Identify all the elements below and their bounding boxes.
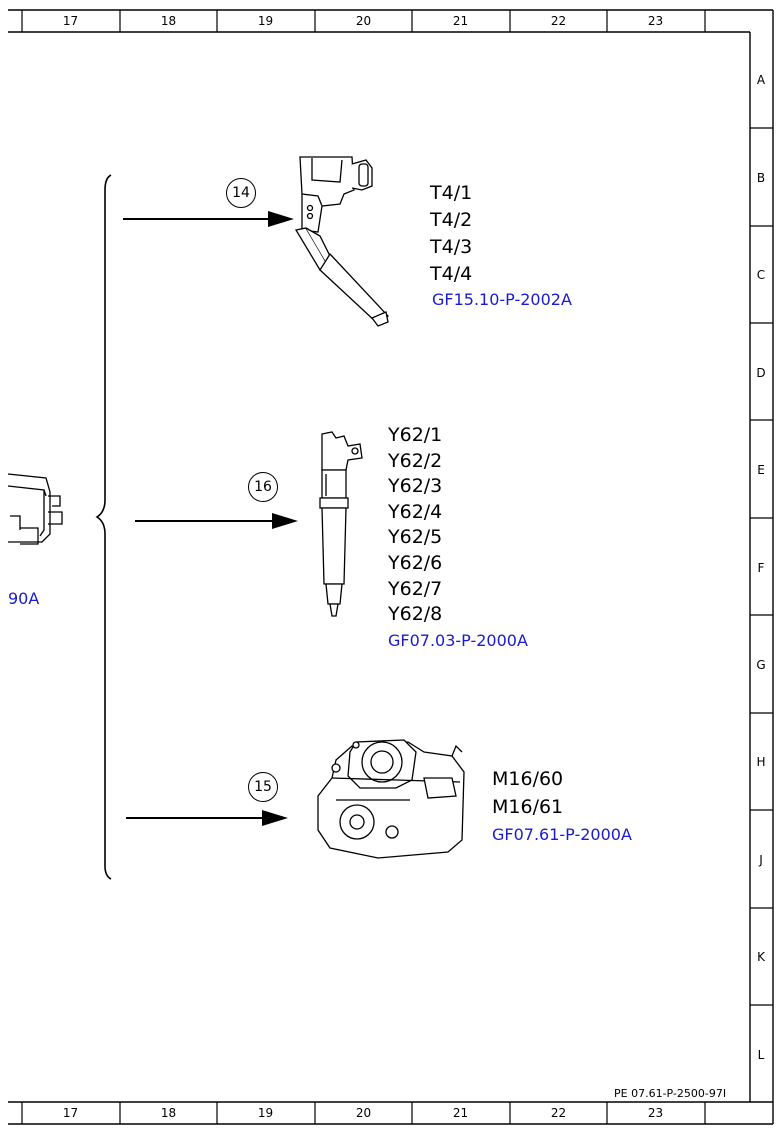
row-dividers bbox=[750, 127, 773, 1006]
arrow-16 bbox=[135, 513, 298, 529]
component-code: Y62/5 bbox=[388, 526, 443, 549]
callout-15: 15 bbox=[248, 772, 278, 802]
callout-14: 14 bbox=[226, 178, 256, 208]
row-label-a: A bbox=[756, 73, 766, 87]
partial-reference-link[interactable]: 90A bbox=[8, 589, 40, 608]
column-label-22-bottom: 22 bbox=[550, 1106, 567, 1120]
column-label-18: 18 bbox=[160, 14, 177, 28]
row-label-b: B bbox=[756, 171, 766, 185]
column-label-18-bottom: 18 bbox=[160, 1106, 177, 1120]
component-code: T4/2 bbox=[430, 209, 473, 231]
column-label-23-bottom: 23 bbox=[647, 1106, 664, 1120]
component-16-codes: Y62/1 Y62/2 Y62/3 Y62/4 Y62/5 Y62/6 Y62/… bbox=[388, 423, 442, 628]
row-label-d: D bbox=[756, 366, 766, 380]
document-id: PE 07.61-P-2500-97I bbox=[614, 1087, 727, 1100]
column-label-23: 23 bbox=[647, 14, 664, 28]
column-label-19: 19 bbox=[257, 14, 274, 28]
row-label-h: H bbox=[756, 755, 766, 769]
row-label-c: C bbox=[756, 268, 766, 282]
row-label-j: J bbox=[759, 853, 763, 867]
component-code: Y62/8 bbox=[388, 603, 443, 626]
arrow-14 bbox=[123, 211, 294, 227]
glow-plug-drawing bbox=[294, 156, 390, 327]
component-code: Y62/7 bbox=[388, 577, 443, 600]
row-label-g: G bbox=[756, 658, 766, 672]
row-label-f: F bbox=[757, 561, 765, 575]
throttle-actuator-drawing bbox=[317, 739, 465, 859]
component-15-codes: M16/60 M16/61 bbox=[492, 765, 563, 821]
frame-border bbox=[8, 9, 774, 1125]
component-15-reference-link[interactable]: GF07.61-P-2000A bbox=[492, 825, 632, 844]
partial-control-unit-drawing bbox=[7, 473, 63, 545]
injector-drawing bbox=[319, 431, 363, 617]
row-label-l: L bbox=[757, 1048, 765, 1062]
column-label-19-bottom: 19 bbox=[257, 1106, 274, 1120]
column-label-22: 22 bbox=[550, 14, 567, 28]
column-label-17: 17 bbox=[62, 14, 79, 28]
row-label-e: E bbox=[757, 463, 765, 477]
component-code: Y62/1 bbox=[388, 424, 443, 446]
component-code: T4/3 bbox=[430, 236, 473, 258]
component-code: Y62/4 bbox=[388, 500, 443, 523]
row-label-k: K bbox=[757, 950, 765, 964]
bottom-column-dividers bbox=[21, 1102, 706, 1124]
component-16-reference-link[interactable]: GF07.03-P-2000A bbox=[388, 631, 528, 650]
component-14-reference-link[interactable]: GF15.10-P-2002A bbox=[432, 290, 572, 309]
arrow-15 bbox=[126, 810, 288, 826]
component-code: Y62/6 bbox=[388, 551, 443, 574]
column-label-21-bottom: 21 bbox=[452, 1106, 469, 1120]
grouping-brace bbox=[95, 174, 112, 880]
column-label-20-bottom: 20 bbox=[355, 1106, 372, 1120]
column-label-17-bottom: 17 bbox=[62, 1106, 79, 1120]
callout-16: 16 bbox=[248, 472, 278, 502]
component-code: Y62/3 bbox=[388, 475, 443, 498]
component-14-codes: T4/1 T4/2 T4/3 T4/4 bbox=[430, 180, 472, 288]
component-code: Y62/2 bbox=[388, 449, 443, 472]
component-code: M16/60 bbox=[492, 768, 564, 790]
column-label-20: 20 bbox=[355, 14, 372, 28]
component-code: M16/61 bbox=[492, 796, 564, 818]
column-label-21: 21 bbox=[452, 14, 469, 28]
component-code: T4/4 bbox=[430, 263, 473, 285]
component-code: T4/1 bbox=[430, 182, 473, 204]
top-column-dividers bbox=[21, 10, 706, 32]
